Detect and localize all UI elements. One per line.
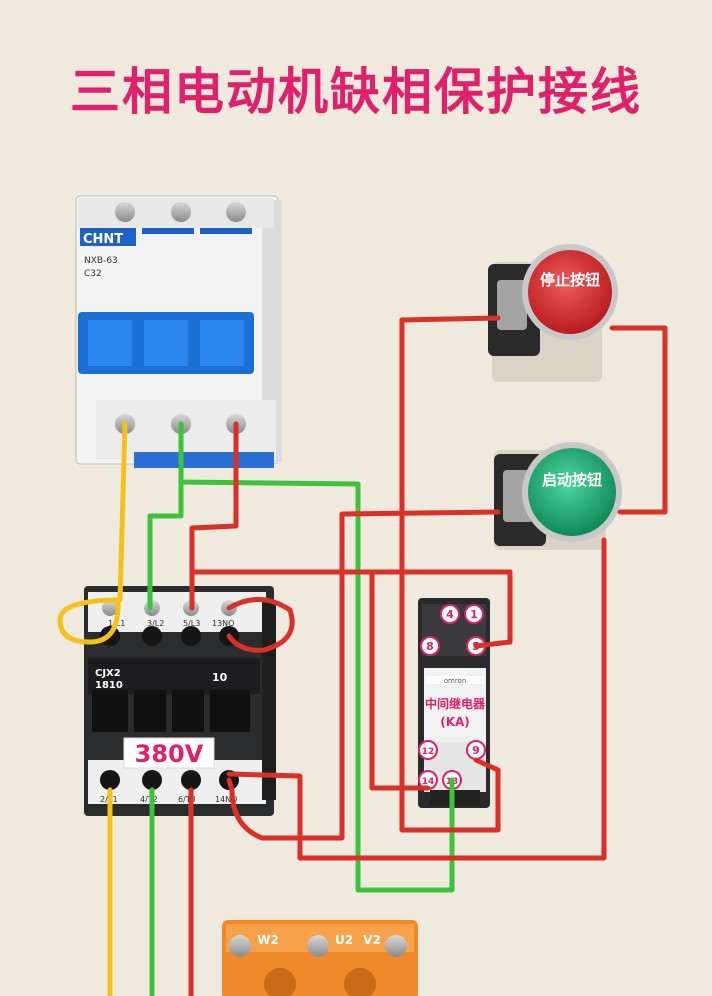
voltage-label: 380V xyxy=(135,740,204,768)
red-wire-start-bottom xyxy=(226,537,607,861)
relay-brand: omron xyxy=(444,677,467,685)
terminal-t2-label: 4/T2 xyxy=(140,795,158,804)
terminal-13no-label: 13NO xyxy=(212,619,234,628)
red-wire-relay-14 xyxy=(369,569,431,791)
terminal-t3-label: 6/T3 xyxy=(178,795,196,804)
motor-terminal-block xyxy=(222,920,418,996)
breaker-model: NXB-63 xyxy=(84,256,118,266)
motor-terminal-u2: U2 xyxy=(335,933,353,947)
relay-pin-14: 14 xyxy=(422,777,435,787)
green-wire-l2 xyxy=(147,479,184,611)
contactor-model-number: 1810 xyxy=(95,680,123,691)
page-title: 三相电动机缺相保护接线 xyxy=(70,63,642,121)
red-wire-l3 xyxy=(189,421,239,611)
relay-pin-8: 8 xyxy=(426,640,434,653)
contactor-aux-label: 10 xyxy=(212,671,228,684)
start-button-label: 启动按钮 xyxy=(542,471,602,489)
red-wire-relay-5 xyxy=(189,569,513,649)
breaker-brand: CHNT xyxy=(83,232,123,247)
green-wire-relay xyxy=(178,421,455,893)
relay-pin-12: 12 xyxy=(422,747,435,757)
red-wire-13no-loop xyxy=(226,597,295,653)
motor-terminal-w2: W2 xyxy=(257,933,279,947)
relay-pin-4: 4 xyxy=(446,608,454,621)
yellow-wire-l1 xyxy=(57,421,128,645)
relay-pin-9: 9 xyxy=(472,744,480,757)
terminal-l3-label: 5/L3 xyxy=(183,619,200,628)
relay-code: (KA) xyxy=(440,715,470,729)
red-wire-stop-left xyxy=(399,315,501,323)
terminal-14no-label: 14NO xyxy=(215,795,237,804)
start-button xyxy=(494,442,622,550)
red-wire-stop-start xyxy=(609,325,668,515)
stop-button xyxy=(488,244,618,382)
breaker-rating: C32 xyxy=(84,269,102,279)
motor-terminal-v2: V2 xyxy=(363,933,381,947)
relay-name: 中间继电器 xyxy=(425,696,486,711)
circuit-breaker xyxy=(75,195,282,468)
terminal-l2-label: 3/L2 xyxy=(147,619,164,628)
red-wire-relay-9 xyxy=(399,317,501,833)
relay-pin-1: 1 xyxy=(470,608,478,621)
stop-button-label: 停止按钮 xyxy=(540,271,600,289)
contactor-model: CJX2 xyxy=(95,668,121,679)
